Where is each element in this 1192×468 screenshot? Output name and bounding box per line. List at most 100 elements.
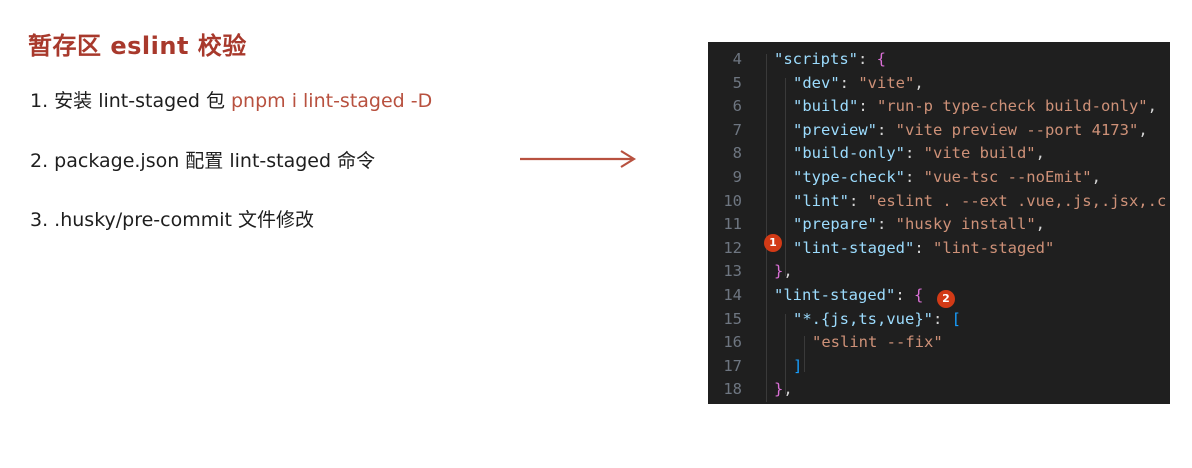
code-token: "lint-staged" <box>933 238 1055 257</box>
code-token: "build-only" <box>793 144 905 163</box>
install-command: pnpm i lint-staged -D <box>231 90 433 112</box>
code-token: "run-p type-check build-only" <box>877 97 1148 116</box>
slide-title: 暂存区 eslint 校验 <box>28 32 247 60</box>
code-token: : <box>849 191 868 210</box>
code-text: "type-check": "vue-tsc --noEmit", <box>793 166 1101 190</box>
code-text: "lint": "eslint . --ext .vue,.js,.jsx,.c <box>793 190 1166 214</box>
callout-badge-1: 1 <box>764 234 782 252</box>
indent-guide <box>804 336 805 372</box>
code-token: : <box>904 168 924 186</box>
code-text: "dev": "vite", <box>793 72 924 96</box>
code-editor[interactable]: 18},17]16"eslint --fix"15"*.{js,ts,vue}"… <box>708 42 1170 404</box>
step-precommit: 3. .husky/pre-commit 文件修改 <box>30 205 314 232</box>
code-line[interactable]: 16 "eslint --fix" <box>708 331 1170 355</box>
code-line[interactable]: 17] <box>708 355 1170 379</box>
code-text: "prepare": "husky install", <box>793 213 1045 237</box>
code-line[interactable]: 14"lint-staged": { <box>708 284 1170 308</box>
code-line[interactable]: 7 "preview": "vite preview --port 4173", <box>708 119 1170 143</box>
code-token: , <box>1147 97 1157 116</box>
code-token: "build" <box>793 97 859 116</box>
indent-guide <box>785 314 786 394</box>
code-token: "lint" <box>793 191 849 210</box>
code-token: "prepare" <box>793 215 877 234</box>
code-text: "eslint --fix" <box>812 331 943 355</box>
code-text: "*.{js,ts,vue}": [ <box>793 308 961 332</box>
code-token: } <box>774 262 784 281</box>
right-arrow-icon <box>520 150 637 168</box>
code-token: , <box>1035 144 1045 163</box>
code-line[interactable]: 13}, <box>708 260 1170 284</box>
code-token: } <box>774 380 784 399</box>
code-token: "lint-staged" <box>774 286 896 304</box>
code-text: "preview": "vite preview --port 4173", <box>793 119 1148 143</box>
line-number: 11 <box>723 215 742 234</box>
code-token: [ <box>951 309 961 328</box>
line-number: 16 <box>723 333 742 352</box>
line-number: 5 <box>732 73 742 92</box>
code-line[interactable]: 8 "build-only": "vite build", <box>708 142 1170 166</box>
code-token: ] <box>793 356 803 375</box>
code-line[interactable]: 18}, <box>708 378 1170 402</box>
code-token: , <box>1138 120 1148 139</box>
code-text: "scripts": { <box>774 48 886 72</box>
code-token: : <box>839 73 859 92</box>
code-token: : <box>932 309 952 328</box>
line-number: 18 <box>723 380 742 399</box>
line-number: 9 <box>732 168 742 186</box>
code-token: "husky install" <box>895 215 1036 234</box>
code-token: : <box>904 144 924 163</box>
code-text: "build-only": "vite build", <box>793 142 1045 166</box>
code-token: : <box>858 50 877 68</box>
code-text: "lint-staged": { <box>774 284 923 308</box>
code-line[interactable]: 6 "build": "run-p type-check build-only", <box>708 95 1170 119</box>
code-line[interactable]: 10 "lint": "eslint . --ext .vue,.js,.jsx,… <box>708 190 1170 214</box>
code-token: "type-check" <box>793 168 905 186</box>
code-token: : <box>877 215 896 234</box>
code-token: : <box>895 286 914 304</box>
step-text: 1. 安装 lint-staged 包 <box>30 90 231 112</box>
code-text: "lint-staged": "lint-staged" <box>793 237 1054 261</box>
code-token: "vite preview --port 4173" <box>895 120 1139 139</box>
code-text: }, <box>774 260 793 284</box>
code-line[interactable]: 15"*.{js,ts,vue}": [ <box>708 308 1170 332</box>
line-number: 7 <box>732 120 742 139</box>
code-token: "vue-tsc --noEmit" <box>923 168 1092 186</box>
code-text: }, <box>774 378 793 402</box>
line-number: 8 <box>732 144 742 163</box>
code-token: "*.{js,ts,vue}" <box>793 309 933 328</box>
step-install: 1. 安装 lint-staged 包 pnpm i lint-staged -… <box>30 86 432 113</box>
code-line[interactable]: 5 "dev": "vite", <box>708 72 1170 96</box>
code-line[interactable]: 11 "prepare": "husky install", <box>708 213 1170 237</box>
code-line[interactable]: 4 "scripts": { <box>708 48 1170 72</box>
code-token: "eslint --fix" <box>812 333 943 352</box>
code-token: , <box>783 262 793 281</box>
code-line[interactable]: 12"lint-staged": "lint-staged" <box>708 237 1170 261</box>
code-token: "dev" <box>793 73 840 92</box>
code-token: "lint-staged" <box>793 238 915 257</box>
indent-guide <box>766 54 767 402</box>
code-token: , <box>783 380 793 399</box>
step-text: 3. .husky/pre-commit 文件修改 <box>30 209 315 231</box>
code-token: : <box>914 238 933 257</box>
code-token: "eslint . --ext .vue,.js,.jsx,.c <box>867 191 1167 210</box>
line-number: 13 <box>723 262 742 281</box>
line-number: 17 <box>723 356 742 375</box>
code-token: "vite build" <box>923 144 1036 163</box>
line-number: 4 <box>732 50 742 68</box>
code-text: ] <box>793 355 802 379</box>
code-token: : <box>858 97 877 116</box>
code-token: { <box>914 286 924 304</box>
code-token: "scripts" <box>774 50 858 68</box>
code-token: , <box>914 73 924 92</box>
indent-guide <box>785 78 786 276</box>
code-token: , <box>1091 168 1101 186</box>
line-number: 10 <box>723 191 742 210</box>
code-token: "vite" <box>858 73 915 92</box>
code-token: { <box>876 50 887 68</box>
step-configure: 2. package.json 配置 lint-staged 命令 <box>30 146 375 173</box>
step-text: 2. package.json 配置 lint-staged 命令 <box>30 150 376 172</box>
code-token: : <box>877 120 896 139</box>
line-number: 6 <box>732 97 742 116</box>
code-line[interactable]: 9 "type-check": "vue-tsc --noEmit", <box>708 166 1170 190</box>
code-text: "build": "run-p type-check build-only", <box>793 95 1157 119</box>
